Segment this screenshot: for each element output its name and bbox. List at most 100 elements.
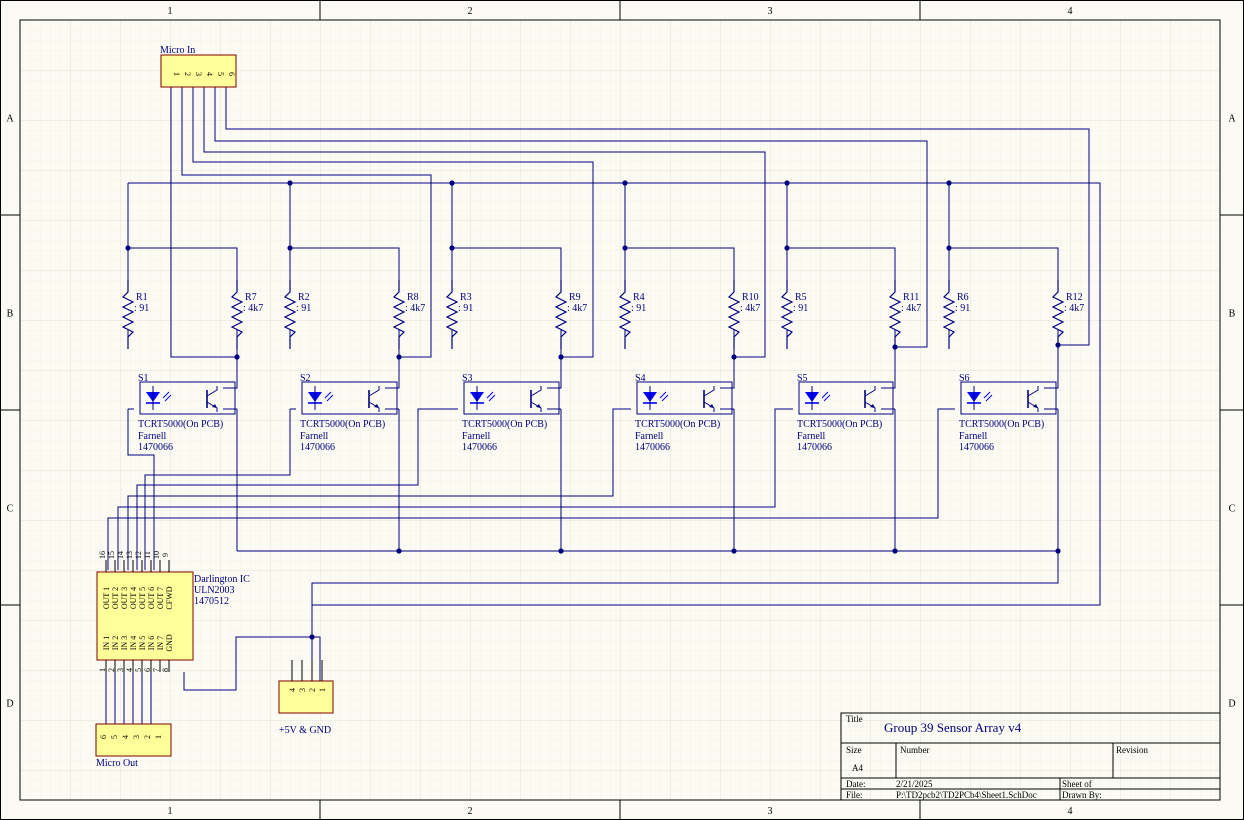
- darlington-top-pin-number: 12: [134, 551, 143, 559]
- led-resistor: [942, 280, 956, 349]
- led-resistor-value: : 91: [134, 303, 149, 314]
- sensor-aux-wire: [144, 474, 154, 570]
- led-resistor-value: : 91: [955, 303, 970, 314]
- emitter-arrow-icon: [1033, 404, 1038, 408]
- micro-in-signal-2: [181, 87, 432, 358]
- darlington-top-pin-number: 13: [125, 551, 134, 559]
- darlington-part: ULN2003: [194, 585, 235, 596]
- darlington-top-pin-number: 14: [116, 551, 125, 559]
- micro-out-pin-number: 6: [99, 735, 108, 739]
- micro-in-pin-number: 6: [227, 72, 236, 76]
- pullup-resistor: [888, 280, 902, 349]
- zone-column-bottom: 3: [768, 806, 773, 817]
- sheet-label: Sheet of: [1062, 779, 1092, 789]
- zone-column-top: 1: [168, 6, 173, 17]
- zone-row-left: A: [6, 114, 14, 125]
- pullup-resistor-value: : 4k7: [243, 303, 263, 314]
- sensor-part-name: TCRT5000(On PCB): [797, 419, 882, 430]
- micro-in-pin-number: 5: [216, 72, 225, 76]
- darlington-output-name: OUT 4: [129, 587, 138, 609]
- file-path: P:\TD2pcb2\TD2PCb4\Sheet1.SchDoc: [896, 790, 1037, 800]
- pullup-resistor: [1051, 280, 1065, 349]
- sensor-part-name: TCRT5000(On PCB): [300, 419, 385, 430]
- darlington-input-name: IN 3: [120, 636, 129, 650]
- micro-in-pin-number: 1: [172, 72, 181, 76]
- zone-column-bottom: 2: [468, 806, 473, 817]
- led-resistor: [121, 280, 135, 349]
- zone-row-right: A: [1228, 114, 1236, 125]
- sensor-1-to-darlington: [127, 409, 155, 570]
- led-resistor-value: : 91: [631, 303, 646, 314]
- emission-arrow-icon: [162, 391, 170, 399]
- darlington-bottom-pin-number: 8: [161, 668, 170, 672]
- pullup-resistor-value: : 4k7: [405, 303, 425, 314]
- supply-split-wire: [127, 183, 238, 280]
- drawn-by-label: Drawn By:: [1062, 790, 1102, 800]
- power-connector-pin-number: 3: [298, 688, 307, 692]
- collector-lead: [703, 386, 715, 397]
- sensor-designator: S5: [797, 373, 808, 384]
- power-connector-pin-number: 4: [288, 688, 297, 692]
- supply-split-wire: [451, 183, 562, 280]
- darlington-bottom-pin-number: 6: [143, 668, 152, 672]
- led-resistor-designator: R6: [957, 292, 969, 303]
- sensor-2-to-darlington: [154, 409, 291, 476]
- number-label: Number: [900, 745, 930, 755]
- micro-out-pin-number: 4: [121, 735, 130, 739]
- pullup-resistor-bottom: [385, 330, 400, 389]
- collector-lead: [864, 386, 876, 397]
- pullup-resistor: [554, 280, 568, 349]
- sensor-supplier: Farnell: [462, 431, 491, 442]
- led-resistor-designator: R3: [460, 292, 472, 303]
- sensor-supplier: Farnell: [635, 431, 664, 442]
- title-block: Title Group 39 Sensor Array v4 Size A4 N…: [840, 712, 1221, 801]
- pullup-resistor-bottom: [547, 330, 562, 389]
- micro-in-body: [160, 54, 237, 88]
- micro-in-pin-number: 3: [194, 72, 203, 76]
- darlington-bottom-pin-number: 5: [134, 668, 143, 672]
- emission-arrow-icon: [661, 394, 669, 402]
- darlington-input-name: IN 5: [138, 636, 147, 650]
- micro-out-body: [95, 723, 172, 757]
- darlington-top-pin-number: 16: [98, 551, 107, 559]
- sensor-order-code: 1470066: [462, 442, 497, 453]
- zone-row-right: B: [1229, 309, 1236, 320]
- darlington-output-name: OUT 7: [156, 587, 165, 609]
- led-resistor-designator: R5: [795, 292, 807, 303]
- darlington-output-name: OUT 5: [138, 587, 147, 609]
- sensor-body: [463, 381, 560, 415]
- supply-split-wire: [624, 183, 735, 280]
- emitter-arrow-icon: [709, 404, 714, 408]
- led-resistor: [445, 280, 459, 349]
- size-value: A4: [852, 763, 863, 773]
- led-resistor-designator: R1: [136, 292, 148, 303]
- supply-split-wire: [289, 183, 400, 280]
- darlington-output-name: CFWD: [165, 586, 174, 609]
- pullup-resistor-designator: R9: [569, 292, 581, 303]
- micro-in-pin-number: 2: [183, 72, 192, 76]
- pullup-resistor: [392, 280, 406, 349]
- emission-arrow-icon: [821, 391, 829, 399]
- darlington-input-name: IN 6: [147, 636, 156, 650]
- sheet-title: Group 39 Sensor Array v4: [884, 720, 1022, 735]
- size-label: Size: [846, 745, 862, 755]
- emitter-arrow-icon: [374, 404, 379, 408]
- micro-in-pin-number: 4: [205, 72, 214, 76]
- darlington-body: [96, 571, 194, 661]
- led-resistor-designator: R2: [298, 292, 310, 303]
- sensor-supplier: Farnell: [959, 431, 988, 442]
- zone-row-left: D: [6, 699, 13, 710]
- pullup-resistor-designator: R11: [903, 292, 919, 303]
- sensor-order-code: 1470066: [959, 442, 994, 453]
- emission-arrow-icon: [985, 394, 993, 402]
- pullup-resistor-designator: R8: [407, 292, 419, 303]
- darlington-bottom-pin-number: 7: [152, 668, 161, 672]
- sensor-part-name: TCRT5000(On PCB): [959, 419, 1044, 430]
